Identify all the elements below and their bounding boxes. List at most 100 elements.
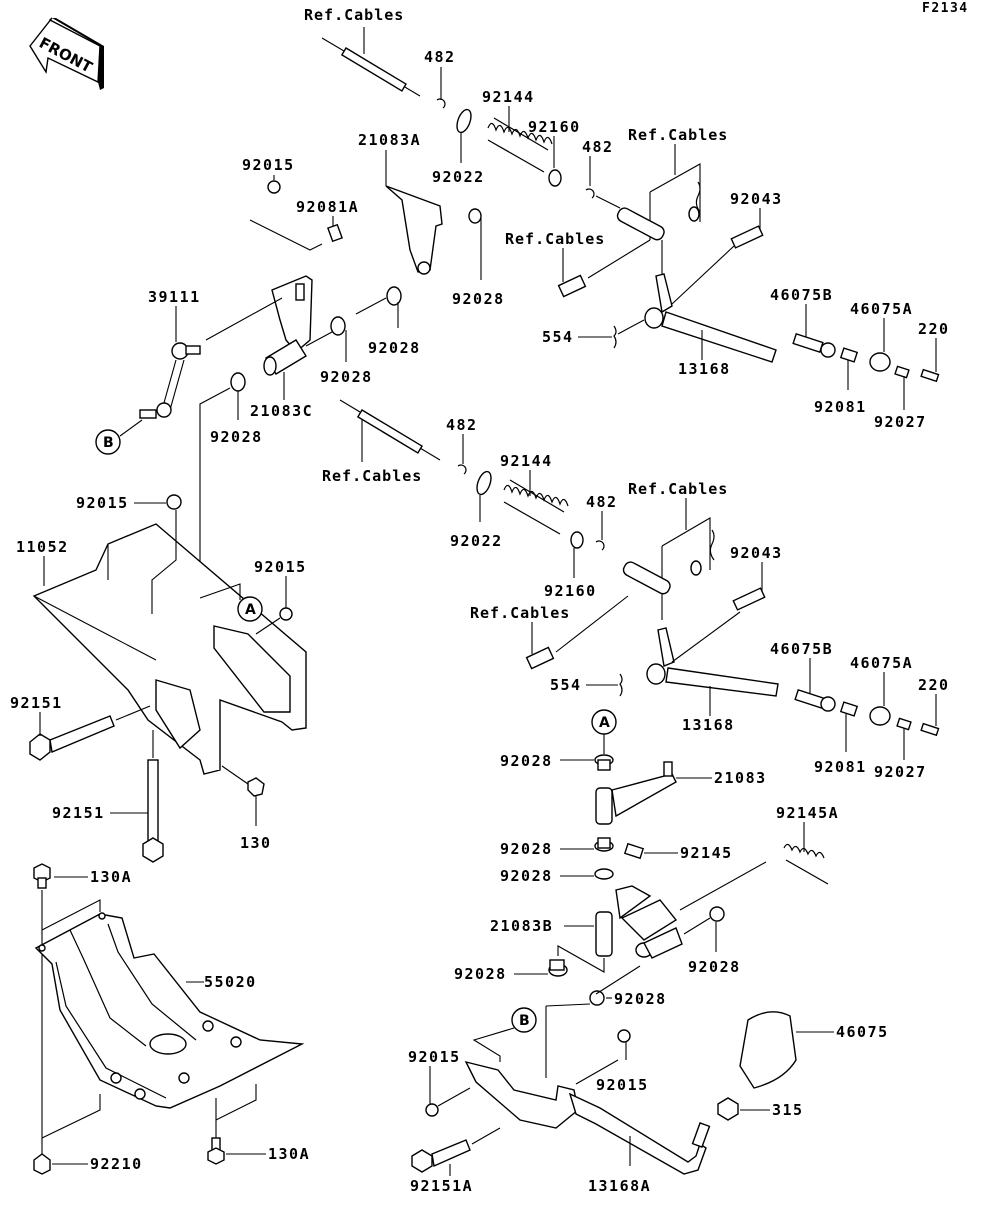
label-92028-10: 92028 bbox=[614, 990, 667, 1008]
spring-92144 bbox=[487, 117, 553, 173]
nut-92015-2 bbox=[166, 494, 182, 510]
e-clip-482-4 bbox=[595, 540, 605, 551]
collar-21083C bbox=[263, 339, 307, 376]
label-92028: 92028 bbox=[452, 290, 505, 308]
cable-washer-2 bbox=[690, 560, 702, 576]
lever-21083B bbox=[595, 885, 683, 959]
label-554: 554 bbox=[542, 328, 574, 346]
ref-circle-a-2-label: A bbox=[599, 715, 610, 731]
bushing-92028-3 bbox=[386, 286, 402, 306]
bracket-plate bbox=[271, 275, 313, 353]
nut-92210 bbox=[33, 1153, 51, 1175]
label-92081-2: 92081 bbox=[814, 758, 867, 776]
label-92028-3: 92028 bbox=[368, 339, 421, 357]
lever-21083 bbox=[595, 761, 677, 825]
pin-92027 bbox=[894, 365, 910, 379]
collar-92160-2 bbox=[570, 531, 584, 549]
clevis-pin bbox=[557, 274, 587, 298]
spring-92144-2 bbox=[503, 479, 569, 535]
label-482: 482 bbox=[424, 48, 456, 66]
label-92015-4: 92015 bbox=[408, 1048, 461, 1066]
spring-92081 bbox=[839, 347, 859, 363]
label-482-2: 482 bbox=[582, 138, 614, 156]
nut-315 bbox=[717, 1097, 739, 1121]
label-46075A-2: 46075A bbox=[850, 654, 913, 672]
label-482-3: 482 bbox=[446, 416, 478, 434]
nut-92015-5 bbox=[617, 1029, 631, 1043]
collar-92160 bbox=[548, 169, 562, 187]
label-92145A: 92145A bbox=[776, 804, 839, 822]
label-21083A: 21083A bbox=[358, 131, 421, 149]
label-92081: 92081 bbox=[814, 398, 867, 416]
label-ref-cables-6: Ref.Cables bbox=[470, 604, 570, 622]
bolt-46075B bbox=[792, 333, 824, 353]
label-92015-2: 92015 bbox=[76, 494, 129, 512]
spring-92145A bbox=[783, 843, 829, 885]
label-92015-3: 92015 bbox=[254, 558, 307, 576]
bushing-92028 bbox=[468, 208, 482, 224]
label-92210: 92210 bbox=[90, 1155, 143, 1173]
label-92151A: 92151A bbox=[410, 1177, 473, 1195]
frame-11052 bbox=[32, 523, 307, 775]
pin-554-2 bbox=[619, 673, 623, 697]
bushing-92028-10 bbox=[589, 990, 605, 1006]
cable-washer bbox=[688, 206, 700, 222]
label-46075A: 46075A bbox=[850, 300, 913, 318]
pin-92043 bbox=[730, 225, 764, 249]
label-92027: 92027 bbox=[874, 413, 927, 431]
shaft-13168-2 bbox=[646, 627, 779, 697]
ref-circle-b bbox=[95, 429, 121, 455]
label-92151: 92151 bbox=[10, 694, 63, 712]
label-315: 315 bbox=[772, 1101, 804, 1119]
label-92028-9: 92028 bbox=[454, 965, 507, 983]
e-clip-482 bbox=[436, 98, 446, 109]
ref-circle-a-label: A bbox=[245, 602, 256, 618]
label-92028-2: 92028 bbox=[320, 368, 373, 386]
cable-end-2 bbox=[339, 399, 441, 461]
washer-92022-2 bbox=[476, 470, 492, 496]
label-46075B: 46075B bbox=[770, 286, 833, 304]
bolt-92151 bbox=[29, 715, 115, 761]
knob-46075A bbox=[869, 352, 891, 372]
label-92145: 92145 bbox=[680, 844, 733, 862]
label-13168: 13168 bbox=[678, 360, 731, 378]
shaft-13168 bbox=[644, 273, 777, 363]
label-482-4: 482 bbox=[586, 493, 618, 511]
ref-circle-b-label: B bbox=[103, 435, 114, 451]
ref-circle-b-2-label: B bbox=[519, 1013, 530, 1029]
label-220: 220 bbox=[918, 320, 950, 338]
bushing-92028-4 bbox=[230, 372, 246, 392]
label-46075B-2: 46075B bbox=[770, 640, 833, 658]
washer-92022 bbox=[456, 108, 472, 134]
clevis-pin-2 bbox=[525, 646, 555, 670]
label-554-2: 554 bbox=[550, 676, 582, 694]
spring-92081A bbox=[327, 223, 343, 243]
spring-92145 bbox=[623, 842, 645, 860]
knob-46075A-2 bbox=[869, 706, 891, 726]
nut-92015-3 bbox=[279, 607, 293, 621]
label-130A: 130A bbox=[90, 868, 132, 886]
label-ref-cables-3: Ref.Cables bbox=[505, 230, 605, 248]
pin-554 bbox=[613, 325, 617, 349]
bolt-92151-2 bbox=[142, 759, 164, 863]
cable-link-2 bbox=[622, 561, 671, 595]
label-13168A: 13168A bbox=[588, 1177, 651, 1195]
label-92144: 92144 bbox=[482, 88, 535, 106]
label-92043: 92043 bbox=[730, 190, 783, 208]
label-92160-2: 92160 bbox=[544, 582, 597, 600]
label-21083B: 21083B bbox=[490, 917, 553, 935]
label-92028-6: 92028 bbox=[500, 840, 553, 858]
label-92081A: 92081A bbox=[296, 198, 359, 216]
cable-link bbox=[616, 207, 665, 241]
screw-220-2 bbox=[920, 722, 940, 737]
bushing-92028-2 bbox=[330, 316, 346, 336]
pin-92027-2 bbox=[896, 717, 912, 731]
label-92028-7: 92028 bbox=[500, 867, 553, 885]
skid-plate-55020 bbox=[34, 912, 305, 1109]
nut-92015-4 bbox=[425, 1103, 439, 1117]
pedal-arm-13168A bbox=[464, 1060, 711, 1175]
label-21083C: 21083C bbox=[250, 402, 313, 420]
ref-circle-a bbox=[237, 596, 263, 622]
label-130A-2: 130A bbox=[268, 1145, 310, 1163]
bushing-92028-7 bbox=[594, 868, 614, 880]
